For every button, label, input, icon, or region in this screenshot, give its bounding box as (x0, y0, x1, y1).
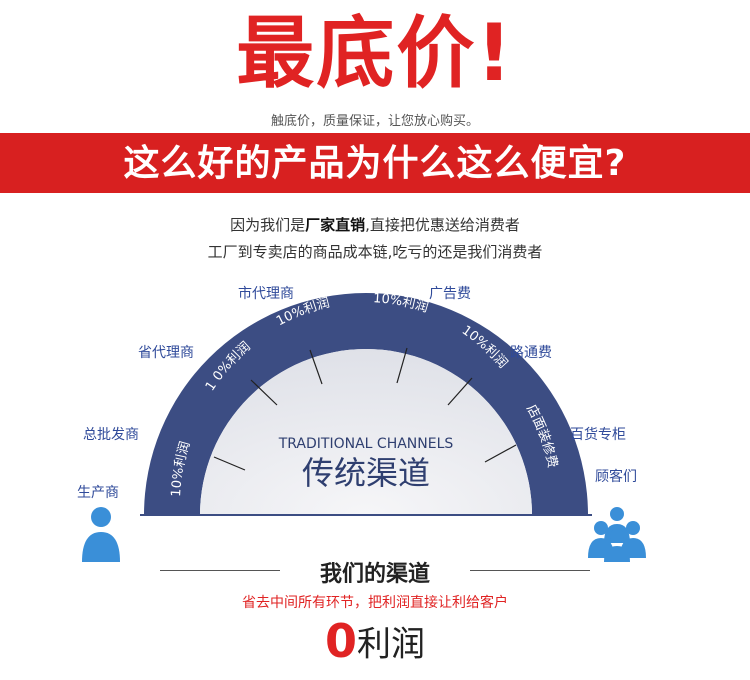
red-banner (0, 133, 750, 193)
label-road-fee: 路通费 (510, 345, 552, 361)
label-provincial-agent: 省代理商 (138, 345, 194, 361)
banner-text: 这么好的产品为什么这么便宜? (123, 143, 627, 184)
center-en: TRADITIONAL CHANNELS (278, 436, 454, 452)
our-channel-title: 我们的渠道 (319, 562, 430, 587)
label-department-store: 百货专柜 (570, 427, 626, 443)
intro-line-2: 工厂到专卖店的商品成本链,吃亏的还是我们消费者 (207, 243, 543, 261)
subtitle: 触底价，质量保证，让您放心购买。 (270, 114, 479, 129)
main-title: 最底价! (236, 9, 514, 99)
zero-profit: 0利润 (0, 614, 750, 668)
center-cn: 传统渠道 (302, 454, 430, 492)
people-group-icon (588, 507, 646, 562)
zero-number: 0 (324, 614, 357, 668)
intro-line-1: 因为我们是厂家直销,直接把优惠送给消费者 (0, 214, 750, 235)
person-icon (82, 507, 120, 562)
label-customers: 顾客们 (595, 469, 637, 485)
radial-ticks (213, 347, 517, 471)
arc-band (144, 293, 588, 515)
divider-left (160, 570, 280, 571)
divider-right (470, 570, 590, 571)
zero-text: 利润 (357, 624, 425, 665)
intro-line-1-bold: 厂家直销 (305, 216, 366, 234)
intro-line-1-post: ,直接把优惠送给消费者 (365, 216, 520, 234)
label-wholesaler: 总批发商 (83, 427, 139, 443)
our-channel-subtitle: 省去中间所有环节，把利润直接让利给客户 (242, 595, 508, 611)
label-producer: 生产商 (77, 485, 119, 501)
label-advertising: 广告费 (429, 286, 471, 302)
label-city-agent: 市代理商 (238, 286, 294, 302)
arc-inner (200, 349, 532, 515)
intro-line-1-pre: 因为我们是 (230, 216, 306, 234)
